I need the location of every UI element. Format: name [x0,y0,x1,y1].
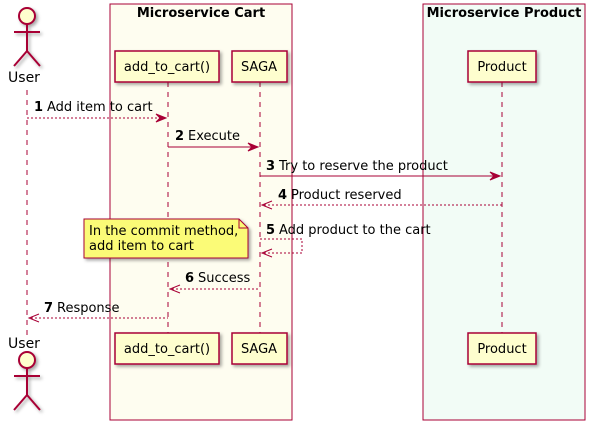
user-actor-label-top: User [8,70,40,86]
add-to-cart-label-bottom: add_to_cart() [124,342,210,357]
user-actor-icon [13,351,41,411]
message-6-number: 6 [185,271,194,286]
user-actor-icon [13,7,41,67]
message-7: 7 Response [27,301,168,323]
message-5: 5 Add product to the cart [260,223,431,258]
message-3: 3 Try to reserve the product [260,159,502,181]
add-to-cart-label-top: add_to_cart() [124,60,210,75]
product-participant-bottom [467,332,537,365]
cart-service-title: Microservice Cart [137,6,265,21]
message-4-number: 4 [278,188,287,203]
message-6-label: Success [198,271,251,286]
message-1-label: Add item to cart [47,100,153,115]
message-3-number: 3 [266,159,275,174]
message-5-label: Add product to the cart [279,223,431,238]
saga-label-top: SAGA [241,60,277,75]
message-4-label: Product reserved [291,188,402,203]
product-label-bottom: Product [477,342,526,357]
saga-participant-bottom [231,332,288,365]
saga-participant-top [231,50,288,83]
commit-note-line-1: In the commit method, [89,224,238,239]
message-2-number: 2 [175,129,184,144]
message-7-number: 7 [44,301,53,316]
saga-label-bottom: SAGA [241,342,277,357]
commit-note-line-2: add item to cart [89,239,194,254]
add-to-cart-participant-top [114,50,220,83]
commit-note [83,218,249,259]
message-2: 2 Execute [168,129,260,152]
product-participant-top [467,50,537,83]
message-4: 4 Product reserved [260,188,502,210]
message-5-number: 5 [266,223,275,238]
message-7-label: Response [57,301,119,316]
product-service-title: Microservice Product [427,6,582,21]
message-1: 1 Add item to cart [27,100,168,123]
message-3-label: Try to reserve the product [278,159,448,174]
add-to-cart-participant-bottom [114,332,220,365]
message-1-number: 1 [34,100,43,115]
message-6: 6 Success [168,271,260,294]
message-2-label: Execute [188,129,240,144]
user-actor-label-bottom: User [8,336,40,352]
product-label-top: Product [477,60,526,75]
